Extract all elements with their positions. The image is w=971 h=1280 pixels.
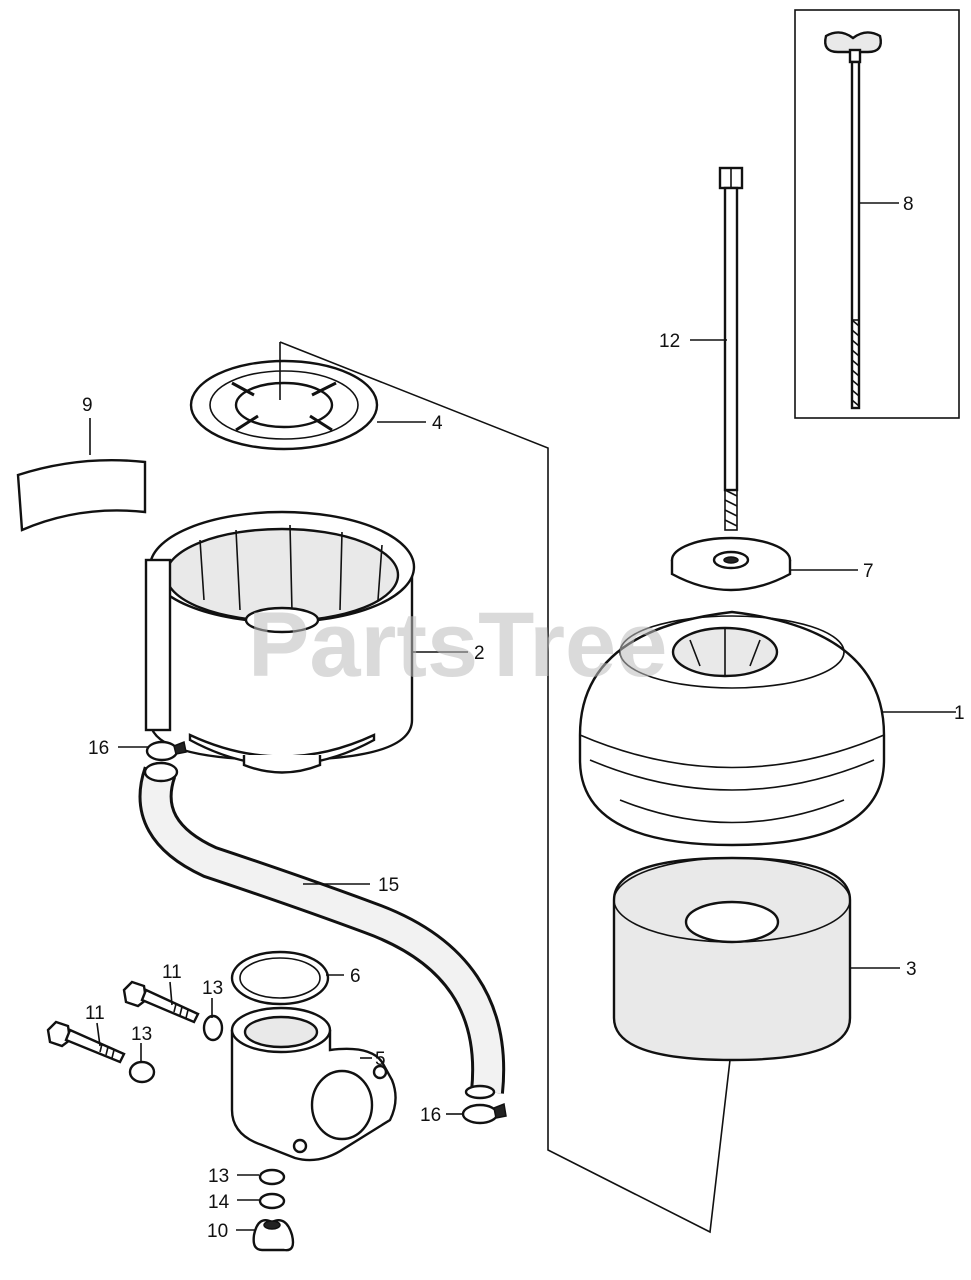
callout-4: 4 <box>432 413 443 434</box>
callout-11-lower: 11 <box>85 1003 105 1024</box>
callout-3: 3 <box>906 959 917 980</box>
part-10-wing-nut[interactable] <box>252 1218 295 1252</box>
part-11-bolt-upper[interactable] <box>122 980 200 1024</box>
part-8-wing-bolt[interactable] <box>824 31 882 410</box>
callout-2: 2 <box>474 643 485 664</box>
part-11-bolt-lower[interactable] <box>46 1020 126 1064</box>
part-7-cover-nut[interactable] <box>670 536 792 592</box>
part-3-filter-element[interactable] <box>612 856 852 1062</box>
callout-11-upper: 11 <box>162 962 182 983</box>
inset-frame <box>794 9 960 419</box>
leader-lines <box>89 202 956 1231</box>
part-13-washer-stack[interactable] <box>258 1168 286 1186</box>
part-9-filter-wrap[interactable] <box>16 458 147 532</box>
callout-8: 8 <box>903 194 914 215</box>
part-13-washer-lower[interactable] <box>128 1060 156 1084</box>
part-6-gasket[interactable] <box>230 950 330 1006</box>
part-16-hose-clamp-lower[interactable] <box>461 1102 507 1125</box>
part-14-lock-washer[interactable] <box>258 1192 286 1210</box>
callout-16-lower: 16 <box>420 1105 441 1126</box>
callout-9: 9 <box>82 395 93 416</box>
callout-16-upper: 16 <box>88 738 109 759</box>
part-2-air-cleaner-case[interactable] <box>144 510 416 774</box>
callout-14: 14 <box>208 1192 230 1213</box>
assembly-line-right <box>279 341 731 1234</box>
part-12-bolt[interactable] <box>718 166 744 531</box>
callout-5: 5 <box>375 1049 386 1070</box>
part-4-screen[interactable] <box>189 359 379 451</box>
callout-12: 12 <box>659 331 680 352</box>
callout-15: 15 <box>378 875 399 896</box>
callout-13-upper: 13 <box>202 978 223 999</box>
callout-7: 7 <box>863 561 874 582</box>
callout-6: 6 <box>350 966 361 987</box>
callout-13-lower: 13 <box>131 1024 152 1045</box>
part-13-washer-upper[interactable] <box>202 1014 224 1042</box>
part-15-hose[interactable] <box>138 761 506 1100</box>
callout-1: 1 <box>954 703 965 724</box>
callout-10: 10 <box>207 1221 228 1242</box>
part-1-air-cleaner-cover[interactable] <box>578 610 886 847</box>
part-5-elbow[interactable] <box>230 1006 397 1162</box>
callout-13-stack: 13 <box>208 1166 229 1187</box>
part-16-hose-clamp-upper[interactable] <box>145 740 187 762</box>
watermark: PartsTree <box>248 594 667 696</box>
